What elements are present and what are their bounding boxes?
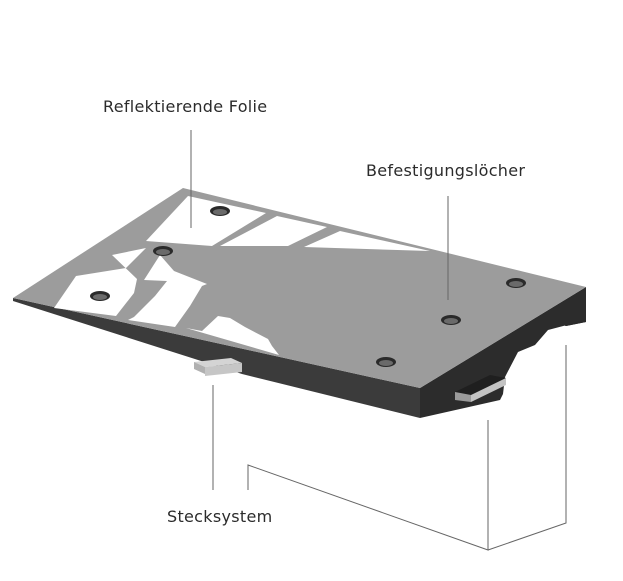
film-stripe xyxy=(128,255,207,327)
plate-front-side xyxy=(13,298,420,418)
plug-connector-right xyxy=(455,375,506,402)
plate-right-side-lower xyxy=(420,287,586,418)
leader-line-stecksystem-bracket xyxy=(247,420,489,551)
mounting-hole xyxy=(379,360,393,366)
mounting-holes-label: Befestigungslöcher xyxy=(366,161,526,180)
film-stripe xyxy=(304,231,430,251)
film-stripe xyxy=(186,316,279,355)
leader-lines xyxy=(190,130,567,551)
mounting-hole xyxy=(509,281,523,287)
plug-connector-left xyxy=(194,358,242,376)
film-stripe xyxy=(146,196,266,246)
mounting-hole xyxy=(444,318,458,324)
leader-line-stecksystem-right xyxy=(487,345,567,551)
mounting-holes xyxy=(90,206,526,367)
mounting-hole xyxy=(93,294,107,300)
reflective-film-label: Reflektierende Folie xyxy=(103,97,268,116)
reflective-film xyxy=(54,196,430,355)
film-stripe xyxy=(220,216,327,246)
plug-system-label: Stecksystem xyxy=(167,507,273,526)
mounting-hole xyxy=(156,249,170,255)
mounting-hole xyxy=(213,209,227,215)
film-stripe xyxy=(54,248,146,316)
